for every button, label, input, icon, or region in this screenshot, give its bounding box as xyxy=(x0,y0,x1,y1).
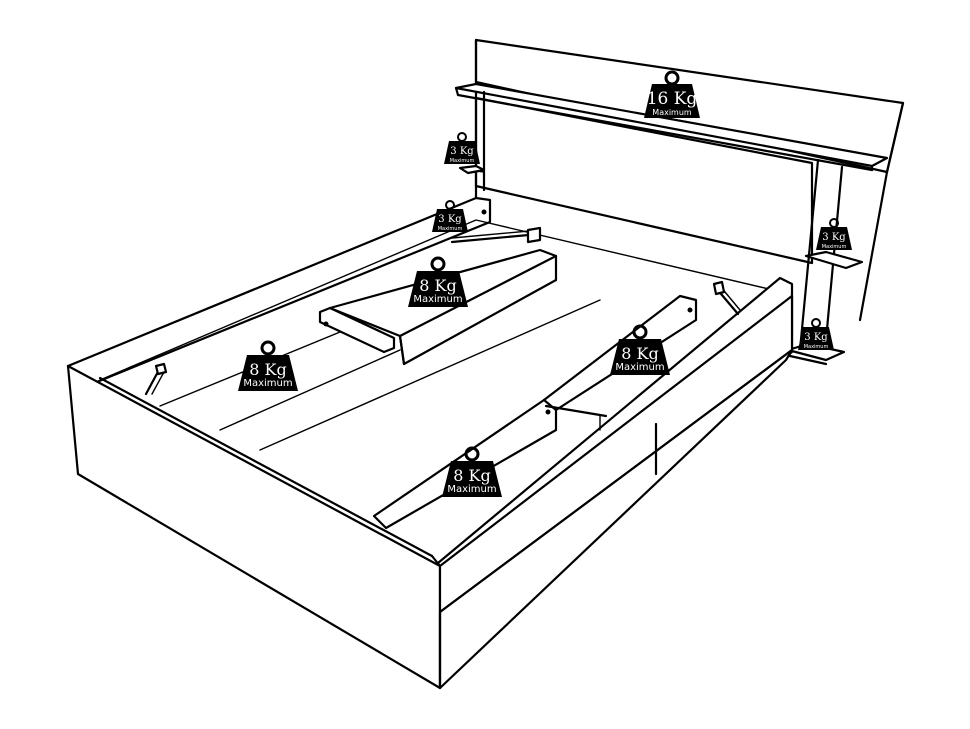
weight-value: 8 Kg xyxy=(453,466,490,485)
weight-caption: Maximum xyxy=(438,226,463,232)
weight-value: 3 Kg xyxy=(450,146,474,157)
weight-value: 8 Kg xyxy=(621,344,658,363)
weight-caption: Maximum xyxy=(652,108,692,117)
weight-caption: Maximum xyxy=(450,158,475,164)
weight-badges: 16 Kg Maximum 3 Kg Maximum 3 Kg Maximum … xyxy=(238,70,852,497)
left-side-shelf xyxy=(458,164,486,175)
weight-icon-left-lower-shelf: 3 Kg Maximum xyxy=(432,200,468,232)
weight-caption: Maximum xyxy=(447,484,496,495)
weight-caption: Maximum xyxy=(615,362,664,373)
weight-icon-left-upper-shelf: 3 Kg Maximum xyxy=(444,132,480,164)
weight-caption: Maximum xyxy=(804,344,829,350)
weight-icon-headboard-top-shelf: 16 Kg Maximum xyxy=(644,70,700,118)
bed-frame xyxy=(66,184,794,690)
gas-strut-back xyxy=(450,226,542,244)
weight-icon-left-storage-compartment: 8 Kg Maximum xyxy=(238,340,298,391)
weight-icon-right-lower-shelf: 3 Kg Maximum xyxy=(798,318,834,350)
weight-caption: Maximum xyxy=(822,244,847,250)
weight-icon-back-storage-box: 8 Kg Maximum xyxy=(408,256,468,307)
weight-icon-front-storage-drawer: 8 Kg Maximum xyxy=(442,446,502,497)
weight-value: 3 Kg xyxy=(804,332,828,343)
weight-value: 16 Kg xyxy=(647,89,698,109)
gas-strut-left xyxy=(144,362,168,396)
weight-icon-right-storage-compartment: 8 Kg Maximum xyxy=(610,324,670,375)
weight-value: 3 Kg xyxy=(822,232,846,243)
weight-caption: Maximum xyxy=(413,294,462,305)
weight-icon-right-upper-shelf: 3 Kg Maximum xyxy=(816,218,852,250)
weight-value: 8 Kg xyxy=(249,360,286,379)
weight-value: 3 Kg xyxy=(438,214,462,225)
headboard-top-shelf xyxy=(454,82,889,168)
right-upper-side-shelf xyxy=(804,250,864,270)
gas-strut-right xyxy=(712,280,741,316)
weight-caption: Maximum xyxy=(243,378,292,389)
weight-value: 8 Kg xyxy=(419,276,456,295)
